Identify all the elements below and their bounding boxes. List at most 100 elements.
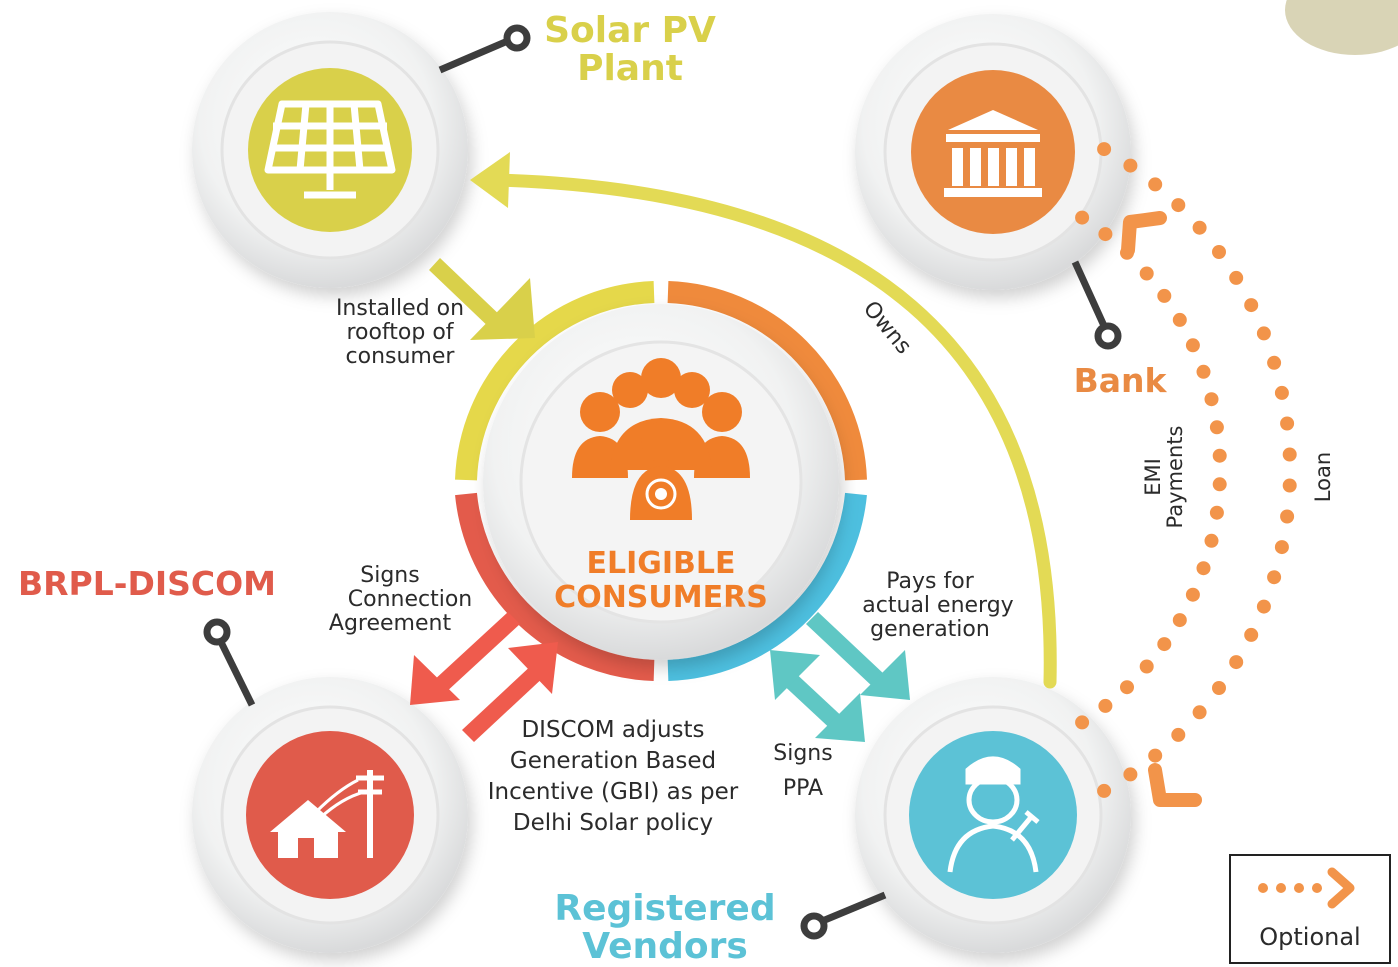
emi-dot xyxy=(1139,266,1154,281)
pays-for-line1: Pays for xyxy=(886,569,974,594)
solar-label-line2: Plant xyxy=(577,48,683,89)
loan-dot xyxy=(1229,655,1244,670)
emi-arrowhead xyxy=(1121,211,1167,257)
signs-ppa-line2: PPA xyxy=(783,776,823,801)
emi-dot xyxy=(1098,227,1113,242)
legend-label: Optional xyxy=(1259,923,1360,951)
loan-dot xyxy=(1171,198,1186,213)
emi-label-line2: Payments xyxy=(1163,426,1187,529)
installed-label-line1: Installed on xyxy=(336,296,464,321)
emi-dot xyxy=(1196,364,1211,379)
owns-arrowhead xyxy=(470,152,510,208)
discom-arrows xyxy=(410,612,558,742)
discom-adjusts-line1: DISCOM adjusts xyxy=(521,717,704,743)
loan-dot xyxy=(1097,142,1112,157)
emi-dot xyxy=(1212,477,1227,492)
emi-dot xyxy=(1075,210,1090,225)
emi-dot xyxy=(1098,698,1113,713)
consumers-label-line1: ELIGIBLE xyxy=(586,546,735,581)
emi-dot xyxy=(1212,448,1227,463)
signs-connection-line3: Agreement xyxy=(329,611,452,636)
loan-dot xyxy=(1256,599,1271,614)
emi-dot xyxy=(1172,312,1187,327)
loan-dot xyxy=(1229,270,1244,285)
house-power-line-icon xyxy=(270,770,384,858)
discom-adjusts-line2: Generation Based xyxy=(510,748,716,774)
pays-for-line2: actual energy xyxy=(862,593,1013,618)
vendors-node[interactable] xyxy=(855,677,1131,953)
loan-dot xyxy=(1280,416,1295,431)
loan-dot xyxy=(1282,478,1297,493)
solar-pin xyxy=(438,24,531,74)
loan-dot xyxy=(1274,540,1289,555)
loan-dot xyxy=(1282,447,1297,462)
solar-label-line1: Solar PV xyxy=(544,10,716,51)
legend-box: Optional xyxy=(1229,854,1391,964)
owns-arc xyxy=(488,173,1057,689)
loan-dot xyxy=(1256,326,1271,341)
emi-dot xyxy=(1209,420,1224,435)
loan-dot xyxy=(1212,245,1226,259)
loan-dot xyxy=(1244,298,1259,313)
loan-dot xyxy=(1267,355,1282,370)
emi-dot xyxy=(1157,637,1172,652)
discom-pin xyxy=(203,618,256,707)
loan-dot xyxy=(1123,767,1138,782)
signs-connection-line1: Signs xyxy=(360,563,419,588)
loan-dot xyxy=(1097,783,1112,798)
solar-node[interactable] xyxy=(192,12,468,288)
loan-dot xyxy=(1192,705,1207,720)
loan-dot xyxy=(1212,681,1226,695)
loan-dot xyxy=(1267,570,1282,585)
discom-adjusts-line3: Incentive (GBI) as per xyxy=(488,779,739,805)
emi-dot xyxy=(1185,587,1200,602)
bank-node[interactable] xyxy=(855,14,1131,290)
discom-adjusts-line4: Delhi Solar policy xyxy=(513,810,713,836)
vendors-pin xyxy=(800,891,887,940)
loan-dot xyxy=(1123,158,1138,173)
vendors-circle xyxy=(909,731,1077,899)
legend-arrow-icon xyxy=(1327,867,1355,909)
emi-dot xyxy=(1120,680,1134,695)
loan-dot xyxy=(1244,627,1259,642)
signs-ppa-line1: Signs xyxy=(773,741,832,766)
bank-building-icon xyxy=(944,110,1042,197)
vendor-arrows xyxy=(770,612,910,742)
emi-label-line1: EMI xyxy=(1141,458,1165,496)
discom-circle xyxy=(246,731,414,899)
loan-dotted-arc xyxy=(1097,142,1297,798)
installed-arrow xyxy=(429,258,535,340)
bank-label: Bank xyxy=(1074,361,1168,400)
loan-label: Loan xyxy=(1311,452,1335,502)
loan-dot xyxy=(1148,177,1163,192)
emi-dotted-arc xyxy=(1075,210,1227,730)
corner-decoration xyxy=(1285,0,1398,55)
bank-pin xyxy=(1071,260,1122,350)
emi-dot xyxy=(1204,533,1219,548)
emi-dot xyxy=(1157,288,1172,303)
emi-dot xyxy=(1172,613,1187,628)
discom-node[interactable] xyxy=(192,677,468,953)
discom-label: BRPL-DISCOM xyxy=(18,564,276,603)
loan-dot xyxy=(1192,220,1207,235)
emi-dot xyxy=(1075,715,1090,730)
loan-dot xyxy=(1148,748,1163,763)
consumer-group-icon xyxy=(572,358,750,520)
emi-dot xyxy=(1209,505,1224,520)
emi-dot xyxy=(1196,561,1211,576)
loan-dot xyxy=(1274,385,1289,400)
installed-label-line2: rooftop of xyxy=(346,320,454,345)
technician-icon xyxy=(947,756,1040,873)
solar-panel-icon xyxy=(264,100,396,199)
consumers-node[interactable]: ELIGIBLE CONSUMERS xyxy=(455,281,867,681)
vendors-label-line1: Registered xyxy=(554,888,775,929)
signs-connection-line2: Connection xyxy=(348,587,472,612)
emi-dot xyxy=(1139,659,1154,674)
loan-dot xyxy=(1171,727,1186,742)
installed-label-line3: consumer xyxy=(346,344,456,369)
emi-dot xyxy=(1204,392,1219,407)
loan-dot xyxy=(1280,509,1295,524)
vendors-label-line2: Vendors xyxy=(582,926,748,967)
loan-arrowhead xyxy=(1148,763,1202,807)
